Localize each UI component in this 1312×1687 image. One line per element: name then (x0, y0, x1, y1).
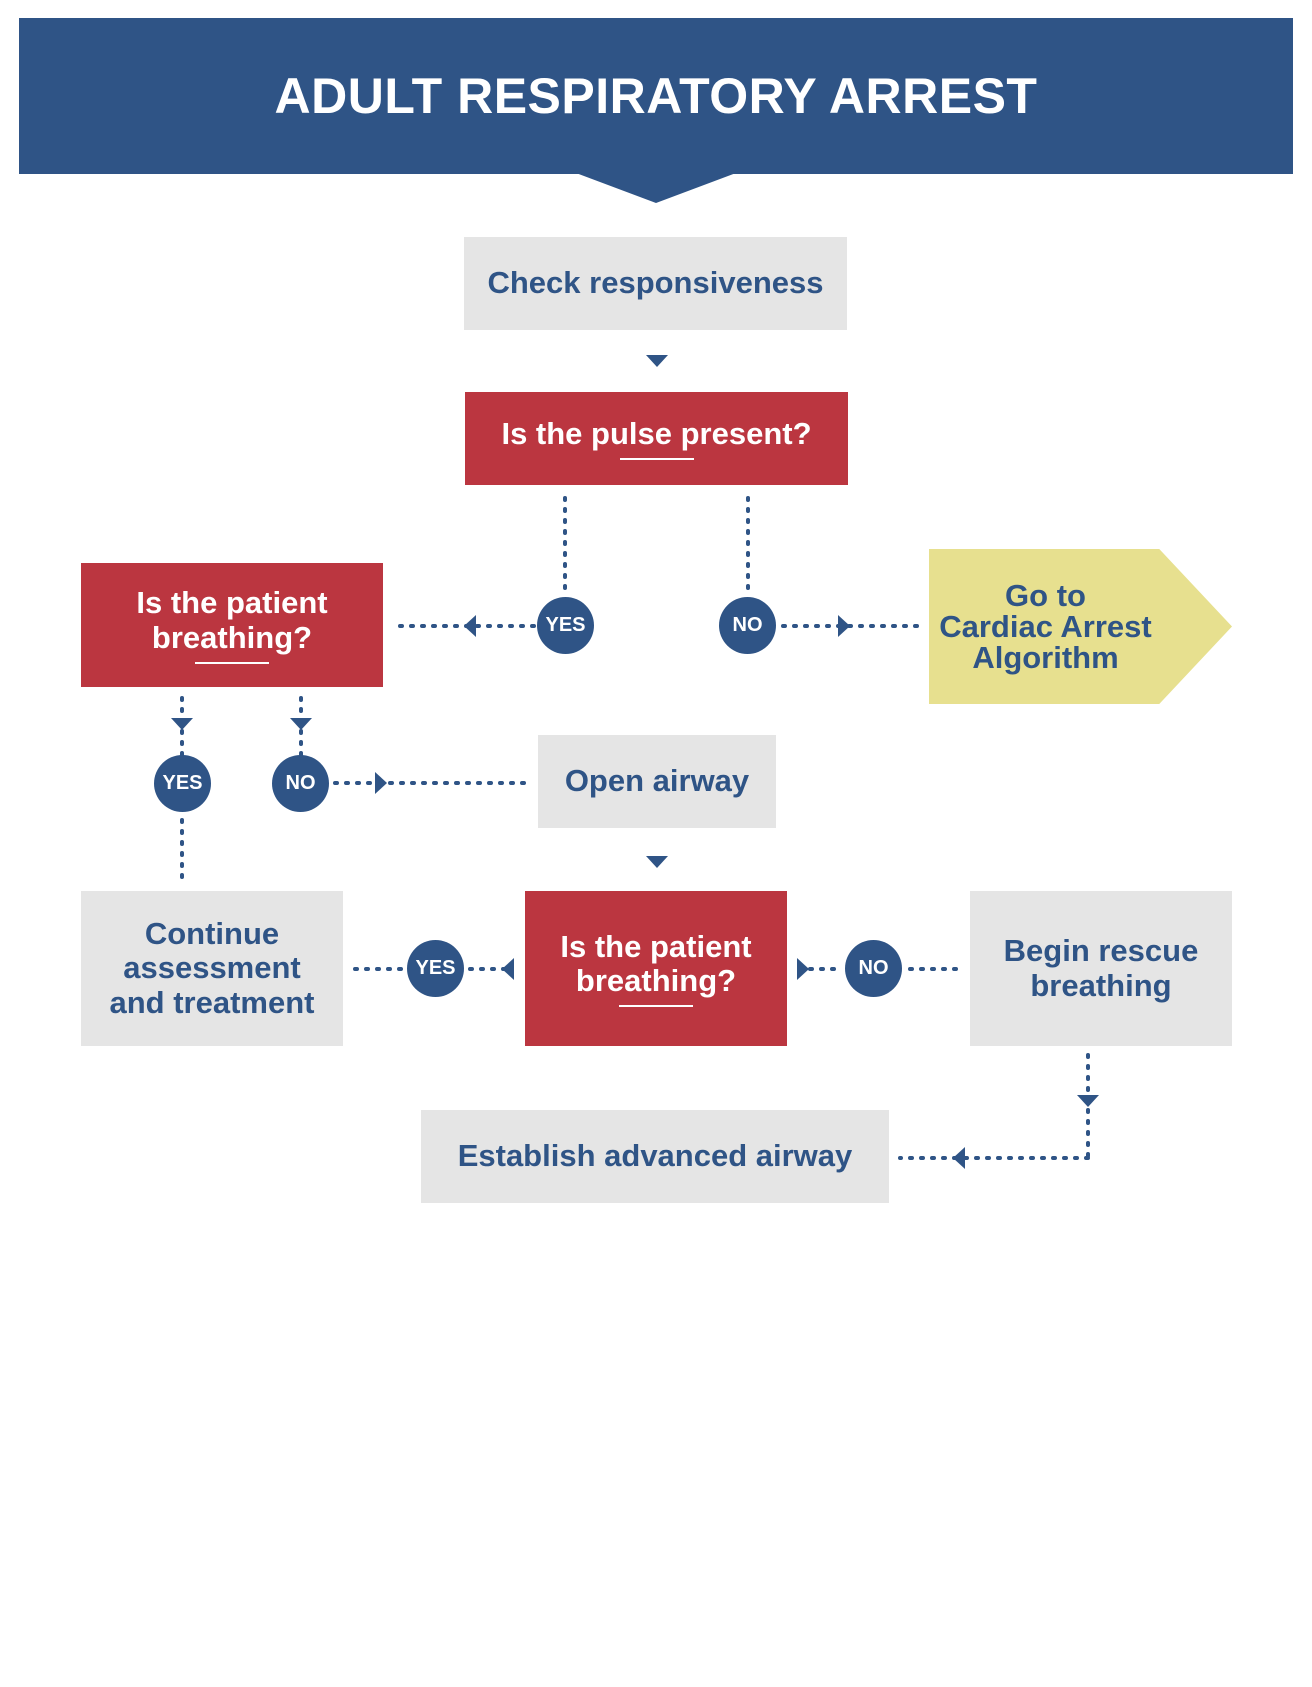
arrowhead-left-yes-1 (464, 615, 476, 637)
node-label-line-1: Is the patient (560, 928, 752, 964)
arrowhead-left-advanced (953, 1147, 965, 1169)
node-check-responsiveness: Check responsiveness (464, 237, 847, 330)
node-label: Is the pulse present? (501, 415, 812, 451)
node-label-line-1: Go to (1005, 578, 1086, 613)
node-label-line-1: Continue (144, 916, 280, 952)
arrowhead-down-no-2 (290, 718, 312, 730)
node-label-line-2: breathing? (575, 963, 737, 998)
underline (619, 458, 694, 461)
node-label-line-1: Is the patient (136, 585, 328, 621)
node-label: Establish advanced airway (457, 1138, 853, 1174)
node-advanced-airway: Establish advanced airway (421, 1110, 889, 1203)
node-label: Open airway (564, 763, 750, 799)
underline (195, 661, 269, 664)
yes-badge-breathing-1: YES (154, 755, 211, 812)
node-label-line-3: Algorithm (972, 640, 1119, 675)
node-label: Check responsiveness (487, 265, 824, 301)
yes-badge-breathing-2: YES (407, 940, 464, 997)
node-label-line-2: breathing? (151, 619, 313, 655)
node-label-line-3: and treatment (109, 984, 315, 1020)
yes-badge-pulse: YES (537, 597, 594, 654)
node-label-line-1: Begin rescue (1003, 933, 1199, 969)
node-label-line-2: Cardiac Arrest (939, 609, 1152, 644)
node-breathing-question-2: Is the patient breathing? (525, 891, 787, 1046)
underline (619, 1005, 693, 1008)
node-label-line-2: breathing (1030, 967, 1172, 1003)
node-pulse-question: Is the pulse present? (465, 392, 848, 485)
arrowhead-right-no-1 (838, 615, 850, 637)
arrowhead-down-yes-2 (171, 718, 193, 730)
arrowhead-down-1 (646, 355, 668, 367)
no-badge-breathing-1: NO (272, 755, 329, 812)
node-continue-assessment: Continue assessment and treatment (81, 891, 343, 1046)
node-cardiac-arrest: Go to Cardiac Arrest Algorithm (929, 549, 1232, 704)
node-breathing-question-1: Is the patient breathing? (81, 563, 383, 687)
no-badge-breathing-2: NO (845, 940, 902, 997)
page-title: ADULT RESPIRATORY ARREST (19, 18, 1293, 174)
arrowhead-left-yes-3 (502, 958, 514, 980)
arrowhead-right-no-2 (375, 772, 387, 794)
arrowhead-down-4 (1077, 1095, 1099, 1107)
node-label-line-2: assessment (123, 950, 301, 986)
arrowhead-right-no-3 (797, 958, 809, 980)
node-open-airway: Open airway (538, 735, 776, 828)
no-badge-pulse: NO (719, 597, 776, 654)
node-rescue-breathing: Begin rescue breathing (970, 891, 1232, 1046)
arrowhead-down-3 (646, 856, 668, 868)
